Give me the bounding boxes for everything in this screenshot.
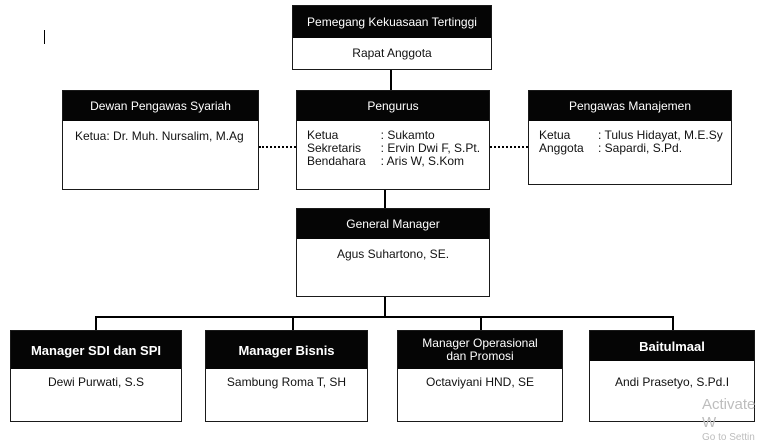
general-manager-box: General Manager Agus Suhartono, SE. xyxy=(296,208,490,297)
dps-ketua: Ketua: Dr. Muh. Nursalim, M.Ag xyxy=(75,129,244,143)
manager-header: Manager Bisnis xyxy=(206,331,367,369)
pengurus-role: Ketua xyxy=(307,128,339,142)
manager-name: Octaviyani HND, SE xyxy=(425,375,535,389)
pengurus-role: Sekretaris xyxy=(307,141,362,155)
gm-name: Agus Suhartono, SE. xyxy=(336,247,450,261)
manager-name: Sambung Roma T, SH xyxy=(226,375,347,389)
connector-bus-to-manager-2 xyxy=(292,316,294,330)
connector-bus-to-manager-1 xyxy=(95,316,97,330)
pengawas-name: : Tulus Hidayat, M.E.Sy xyxy=(598,128,723,142)
pengawas-header: Pengawas Manajemen xyxy=(529,91,731,121)
pengurus-box: Pengurus Ketua : Sukamto Sekretaris : Er… xyxy=(296,90,490,190)
pengurus-name: : Ervin Dwi F, S.Pt. xyxy=(380,141,481,155)
pengurus-name: : Sukamto xyxy=(380,128,435,142)
activate-windows-watermark: Activate W Go to Settin xyxy=(702,396,768,444)
connector-bus xyxy=(95,316,673,318)
pengurus-role: Bendahara xyxy=(307,154,366,168)
connector-bus-to-manager-3 xyxy=(480,316,482,330)
baitulmaal-box: Baitulmaal Andi Prasetyo, S.Pd.I xyxy=(589,330,755,422)
gm-header: General Manager xyxy=(297,209,489,239)
watermark-title: Activate W xyxy=(702,396,756,431)
rapat-anggota-header: Pemegang Kekuasaan Tertinggi xyxy=(293,6,491,38)
pengurus-header: Pengurus xyxy=(297,91,489,121)
watermark-subtitle: Go to Settin xyxy=(702,432,755,443)
rapat-anggota-label: Rapat Anggota xyxy=(352,46,432,60)
dotted-link-pengawas xyxy=(490,146,528,148)
pengurus-name: : Aris W, S.Kom xyxy=(380,154,465,168)
manager-name: Andi Prasetyo, S.Pd.I xyxy=(614,375,730,389)
manager-header: Manager Operasional dan Promosi xyxy=(398,331,562,369)
connector-gm-to-bus xyxy=(384,297,386,317)
connector-top-to-pengurus xyxy=(390,70,392,90)
rapat-anggota-box: Pemegang Kekuasaan Tertinggi Rapat Anggo… xyxy=(292,5,492,70)
manager-operasional-box: Manager Operasional dan Promosi Octaviya… xyxy=(397,330,563,422)
manager-bisnis-box: Manager Bisnis Sambung Roma T, SH xyxy=(205,330,368,422)
connector-pengurus-to-gm xyxy=(384,190,386,208)
manager-header: Manager SDI dan SPI xyxy=(11,331,181,369)
pengawas-role: Ketua xyxy=(539,128,571,142)
manager-sdi-spi-box: Manager SDI dan SPI Dewi Purwati, S.S xyxy=(10,330,182,422)
manager-name: Dewi Purwati, S.S xyxy=(47,375,145,389)
dewan-pengawas-syariah-box: Dewan Pengawas Syariah Ketua: Dr. Muh. N… xyxy=(62,90,259,190)
pengawas-name: : Sapardi, S.Pd. xyxy=(598,141,683,155)
connector-bus-to-manager-4 xyxy=(672,316,674,330)
pengawas-members: Ketua : Tulus Hidayat, M.E.Sy Anggota : … xyxy=(529,121,731,155)
pengawas-role: Anggota xyxy=(539,141,584,155)
manager-header: Baitulmaal xyxy=(590,331,754,361)
dps-header: Dewan Pengawas Syariah xyxy=(63,91,258,121)
dotted-link-dps xyxy=(259,146,296,148)
pengawas-manajemen-box: Pengawas Manajemen Ketua : Tulus Hidayat… xyxy=(528,90,732,185)
text-cursor xyxy=(44,30,45,44)
pengurus-members: Ketua : Sukamto Sekretaris : Ervin Dwi F… xyxy=(297,121,489,168)
